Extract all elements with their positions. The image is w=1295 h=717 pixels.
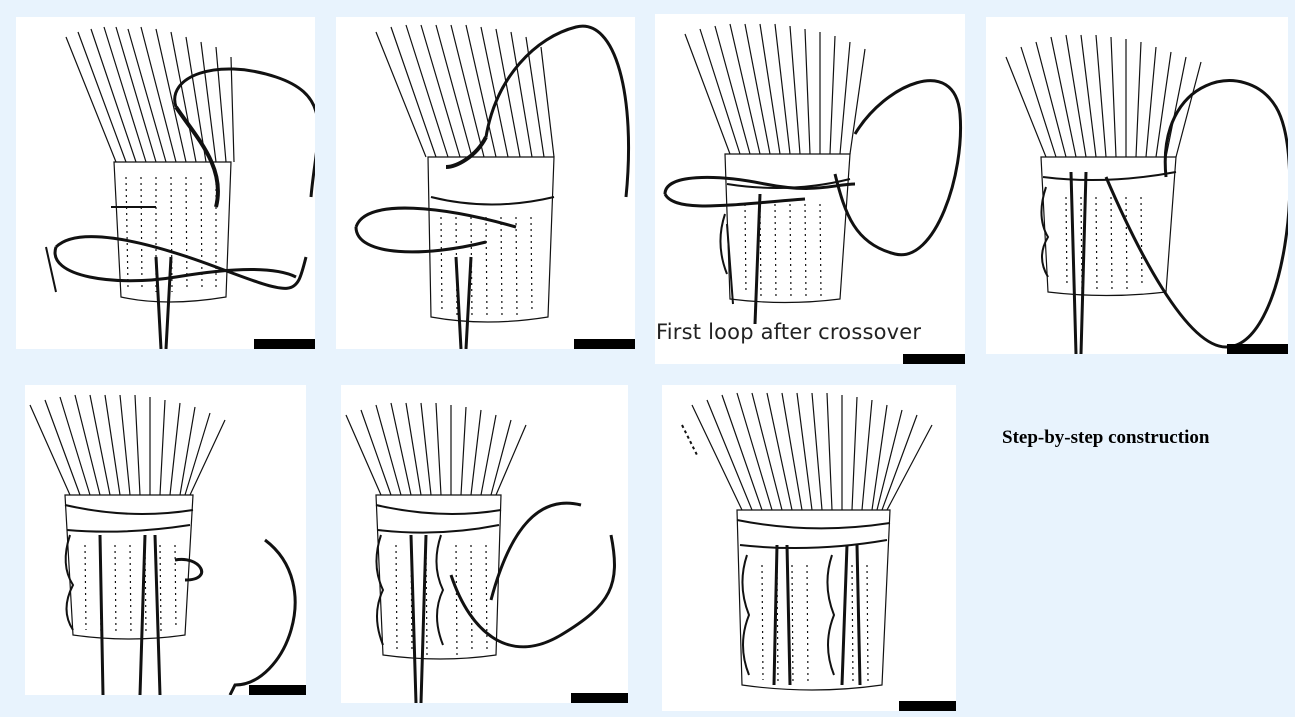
step-3-illustration <box>655 14 965 364</box>
step-4-illustration <box>986 17 1288 354</box>
step-2-panel <box>336 17 635 349</box>
step-7-illustration <box>662 385 956 711</box>
step-6-panel <box>341 385 628 703</box>
step-5-panel <box>25 385 306 695</box>
step-3-panel: First loop after crossover ... ... ... .… <box>655 14 965 364</box>
step-5-illustration <box>25 385 306 695</box>
step-3-label: First loop after crossover <box>656 320 921 344</box>
step-3-label-cut: ... ... ... ... <box>656 350 756 362</box>
step-1-illustration <box>16 17 315 349</box>
step-4-panel <box>986 17 1288 354</box>
caption: Step-by-step construction <box>1002 427 1209 449</box>
step-6-illustration <box>341 385 628 703</box>
step-7-panel <box>662 385 956 711</box>
step-1-panel <box>16 17 315 349</box>
step-2-illustration <box>336 17 635 349</box>
